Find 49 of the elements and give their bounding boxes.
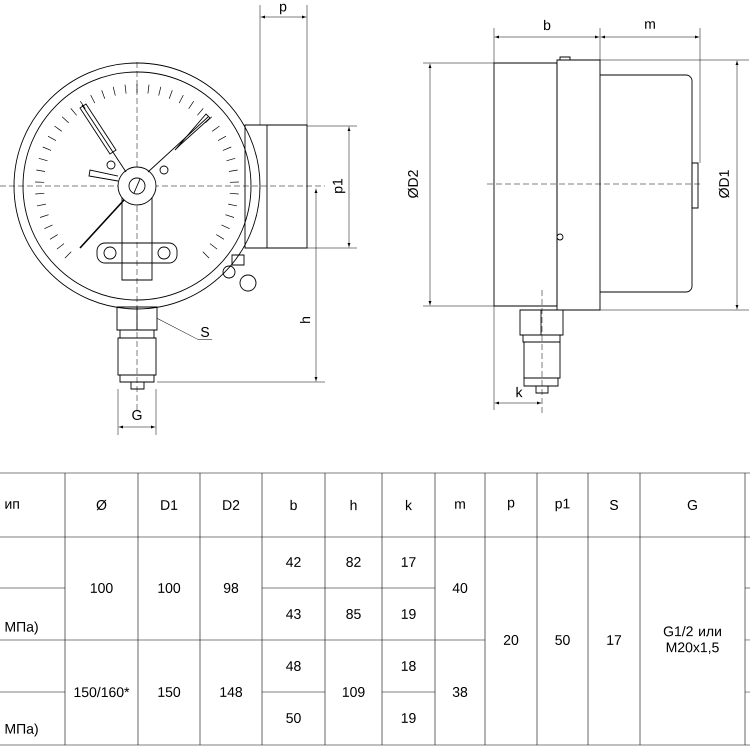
table-cell: 19 bbox=[402, 609, 416, 619]
dimension-label: ØD1 bbox=[718, 170, 730, 198]
table-cell: МПа) bbox=[6, 723, 38, 737]
table-cell: k bbox=[406, 500, 412, 510]
table-cell: 150 bbox=[158, 687, 180, 697]
table-cell: b bbox=[290, 500, 297, 510]
table-cell: 98 bbox=[224, 583, 238, 593]
table-cell: 50 bbox=[555, 635, 570, 645]
table-cell: h bbox=[350, 500, 356, 510]
table-cell: G bbox=[688, 500, 697, 510]
table-cell: 20 bbox=[504, 635, 518, 645]
table-cell: 18 bbox=[402, 661, 416, 671]
hex-fitting bbox=[116, 306, 158, 330]
table-cell: ип bbox=[5, 501, 19, 509]
table-cell: p bbox=[508, 500, 514, 510]
table-cell: 48 bbox=[286, 661, 301, 671]
dimension-label: b bbox=[544, 20, 550, 30]
dimension-label: ØD2 bbox=[408, 170, 418, 198]
dimension-label: k bbox=[516, 386, 523, 398]
table-cell: 19 bbox=[402, 713, 416, 723]
table-cell: 50 bbox=[286, 713, 301, 723]
callout-label: S bbox=[200, 327, 210, 337]
table-cell: 17 bbox=[402, 557, 416, 567]
table-cell: 150/160* bbox=[74, 686, 130, 698]
table-cell: 43 bbox=[286, 609, 301, 619]
table-cell: D2 bbox=[223, 500, 240, 510]
table-cell: 148 bbox=[220, 687, 242, 697]
dimension-label: G bbox=[132, 410, 142, 420]
table-cell: 38 bbox=[452, 687, 468, 697]
table-cell: 40 bbox=[452, 583, 468, 593]
table-cell: G1/2 или M20x1,5 bbox=[664, 626, 721, 654]
table-cell: 85 bbox=[346, 609, 361, 619]
table-cell: 17 bbox=[607, 635, 622, 645]
table-cell: D1 bbox=[161, 500, 178, 510]
table-cell: 42 bbox=[286, 557, 301, 567]
leader-line bbox=[157, 318, 212, 340]
table-cell: МПа) bbox=[6, 621, 38, 635]
table-cell: 82 bbox=[346, 557, 361, 567]
table-cell: 100 bbox=[158, 583, 180, 593]
table-cell: S bbox=[610, 500, 618, 510]
dimension-label: p bbox=[280, 4, 286, 14]
dimension-label: p1 bbox=[332, 178, 346, 193]
table-cell: Ø bbox=[96, 500, 106, 510]
table-cell: 109 bbox=[342, 687, 364, 697]
table-cell: 100 bbox=[90, 583, 113, 593]
table-cell: p1 bbox=[556, 498, 570, 512]
dimension-label: m bbox=[645, 21, 655, 29]
table-cell: m bbox=[455, 501, 465, 509]
dimension-label: h bbox=[300, 317, 310, 323]
